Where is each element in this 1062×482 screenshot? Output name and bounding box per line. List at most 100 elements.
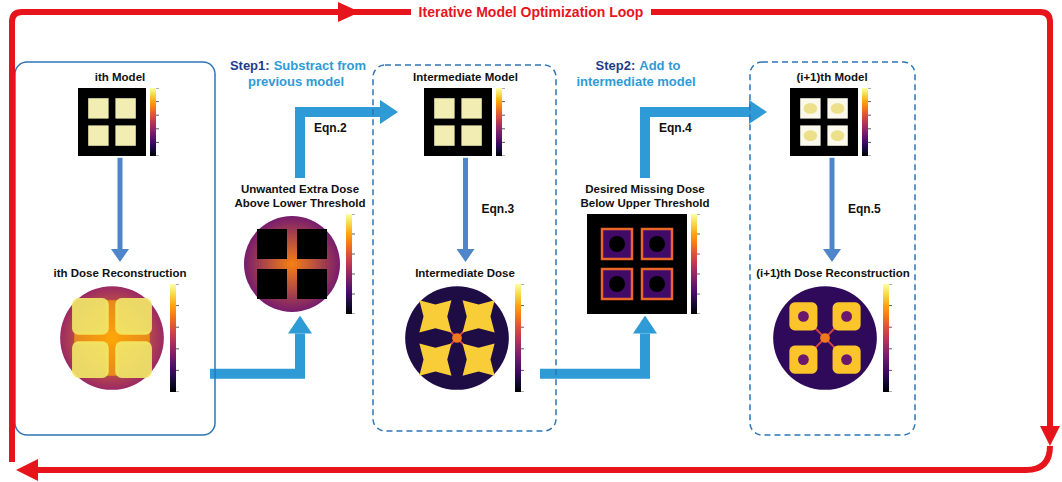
flow-arrow	[463, 158, 468, 249]
flow-arrow	[645, 112, 749, 178]
colour-bar	[691, 214, 697, 314]
colour-bar-tick	[889, 305, 892, 306]
dose-star	[419, 343, 451, 375]
image-panel: Unwanted Extra Dose Above Lower Threshol…	[230, 178, 370, 316]
colour-bar-tick	[521, 326, 524, 327]
colour-bar-tick	[697, 214, 700, 215]
masked-square	[297, 269, 327, 299]
colour-bar	[170, 284, 176, 392]
loop-line	[12, 12, 1050, 462]
map-image	[790, 88, 858, 156]
dose-star	[463, 343, 495, 375]
panel-heading: ith Model	[57, 71, 183, 85]
dose-centre	[452, 333, 462, 343]
panel-heading: Intermediate Dose	[392, 267, 538, 281]
target-square	[115, 125, 135, 145]
colour-bar	[515, 284, 521, 392]
colour-bar-tick	[868, 142, 871, 143]
target-square	[434, 98, 454, 118]
flow-arrow	[118, 158, 123, 249]
solid-panel	[15, 62, 215, 435]
colour-bar	[150, 88, 156, 156]
masked-square	[297, 229, 327, 259]
step-text: Step2:	[596, 58, 636, 73]
target-square	[827, 98, 847, 118]
colour-bar-tick	[156, 128, 159, 129]
colour-bar-tick	[868, 101, 871, 102]
flow-arrow	[300, 112, 380, 178]
colour-bar-tick	[889, 348, 892, 349]
dose-disc	[405, 286, 509, 390]
colour-bar-tick	[176, 326, 179, 327]
colour-bar-tick	[502, 155, 505, 156]
target-square	[88, 98, 108, 118]
missing-core	[649, 236, 665, 252]
target-square	[800, 98, 820, 118]
dashed-panel	[373, 65, 556, 431]
map-image	[78, 88, 146, 156]
dose-map	[771, 284, 895, 392]
colour-bar-tick	[352, 214, 355, 215]
dose-disc	[244, 216, 340, 312]
colour-bar-tick	[502, 114, 505, 115]
dose-centre	[820, 333, 830, 343]
map-background	[78, 88, 146, 156]
map-image	[773, 286, 877, 390]
dose-hotspot	[833, 345, 861, 373]
dose-disc	[773, 286, 877, 390]
dose-hotspot	[72, 341, 109, 378]
colour-bar-tick	[156, 88, 159, 89]
dashed-panel	[750, 62, 915, 435]
colour-bar-tick	[697, 273, 700, 274]
colour-bar-tick	[352, 293, 355, 294]
colour-bar-tick	[697, 293, 700, 294]
colour-bar-tick	[868, 155, 871, 156]
target-blob	[804, 103, 818, 114]
dose-star	[463, 300, 495, 332]
dose-star	[419, 300, 451, 332]
colour-bar-tick	[176, 370, 179, 371]
colour-bar-tick	[889, 391, 892, 392]
colour-bar-tick	[889, 326, 892, 327]
colour-bar-tick	[868, 114, 871, 115]
missing-square	[642, 269, 672, 299]
step-caption: Step2:Add to intermediate model	[562, 58, 714, 91]
colour-bar-tick	[502, 88, 505, 89]
dose-hotspot	[115, 341, 152, 378]
colour-bar-tick	[521, 348, 524, 349]
colour-bar	[883, 284, 889, 392]
map-background	[790, 88, 858, 156]
masked-square	[257, 269, 287, 299]
dose-map	[58, 284, 182, 392]
missing-square	[642, 229, 672, 259]
diagram-title: Iterative Model Optimization Loop	[411, 4, 652, 20]
image-panel: ith Dose Reconstruction	[30, 262, 210, 394]
dose-hotspot	[789, 345, 817, 373]
colour-bar-tick	[352, 273, 355, 274]
loop-line	[36, 446, 1050, 470]
dose-map	[790, 88, 874, 156]
colour-bar-tick	[697, 313, 700, 314]
colour-bar	[496, 88, 502, 156]
equation-label: Eqn.5	[846, 202, 883, 216]
panel-heading: ith Dose Reconstruction	[32, 267, 208, 281]
image-panel: Intermediate Model	[398, 66, 533, 158]
colour-bar-tick	[521, 391, 524, 392]
map-image	[424, 88, 492, 156]
missing-square	[602, 229, 632, 259]
colour-bar-tick	[502, 128, 505, 129]
panel-heading: Unwanted Extra Dose Above Lower Threshol…	[232, 183, 368, 211]
target-square	[88, 125, 108, 145]
image-panel: ith Model	[55, 66, 185, 158]
target-blob	[831, 103, 845, 114]
image-panel: (i+1)th Model	[767, 66, 897, 158]
colour-bar	[862, 88, 868, 156]
image-panel: (i+1)th Dose Reconstruction	[754, 262, 912, 394]
map-background	[424, 88, 492, 156]
panel-heading: (i+1)th Model	[769, 71, 895, 85]
step-caption: Step1:Substract from previous model	[222, 58, 374, 91]
target-square	[800, 125, 820, 145]
title-row: Iterative Model Optimization Loop	[0, 3, 1062, 21]
dose-map	[587, 214, 703, 314]
